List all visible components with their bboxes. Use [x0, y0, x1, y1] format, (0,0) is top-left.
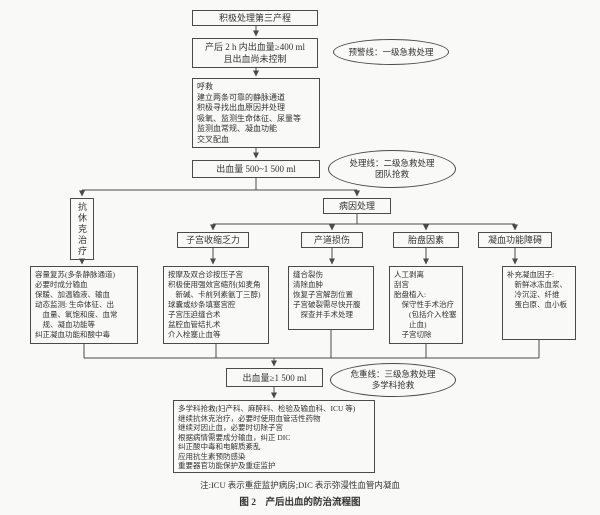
- box-cause-uterine-atony: 子宫收缩乏力: [177, 232, 249, 248]
- box-anti-shock-detail: 容量复苏(多条静脉通道) 必要时成分输血 保暖、加温输液、输血 动态监测: 生命…: [30, 266, 138, 344]
- box-cause-birth-canal-injury: 产道损伤: [301, 232, 363, 248]
- box-cause-coagulopathy: 凝血功能障碍: [478, 232, 552, 248]
- box-third-stage-management: 积极处理第三产程: [192, 10, 318, 26]
- box-bleeding-500-1500ml: 出血量 500~1 500 ml: [192, 160, 320, 178]
- ellipse-treatment-line: 处理线：二级急救处理 团队抢救: [328, 150, 456, 188]
- box-first-response-measures: 呼救 建立两条可靠的静脉通道 积极寻找出血原因并处理 吸氧、监测生命体征、尿量等…: [192, 78, 320, 148]
- box-cause-management: 病因处理: [323, 198, 391, 214]
- box-detail-coagulopathy: 补充凝血因子: 新鲜冰冻血浆、 冷沉淀、纤维 蛋白原、血小板: [502, 266, 576, 340]
- box-detail-placental-factors: 人工剥离 刮宫 胎盘植入: 保守性手术治疗 (包括介入栓塞 止血) 子宫切除: [389, 266, 463, 344]
- ellipse-critical-line: 危重线：三级急救处理 多学科抢救: [330, 363, 456, 397]
- box-multidisciplinary-rescue: 多学科抢救(妇产科、麻醉科、检验及输血科、ICU 等) 继续抗休克治疗，必要时使…: [173, 400, 375, 473]
- box-detail-uterine-atony: 按摩及双合诊按压子宫 积极使用强效宫缩剂(如麦角 新碱、卡前列素氨丁三醇) 球囊…: [163, 266, 269, 344]
- box-bleeding-over-400ml: 产后 2 h 内出血量≥400 ml 且出血尚未控制: [192, 38, 318, 68]
- box-detail-birth-canal-injury: 缝合裂伤 清除血肿 恢复子宫解剖位置 子宫破裂需尽快开腹 探查并手术处理: [288, 266, 374, 330]
- box-anti-shock-therapy: 抗休克治疗: [70, 198, 94, 260]
- figure-note: 注:ICU 表示重症监护病房;DIC 表示弥漫性血管内凝血: [200, 480, 400, 490]
- box-cause-placental-factors: 胎盘因素: [393, 232, 459, 248]
- ellipse-warning-line: 预警线：一级急救处理: [333, 39, 449, 65]
- box-bleeding-over-1500ml: 出血量≥1 500 ml: [226, 368, 323, 387]
- figure-caption: 图 2 产后出血的防治流程图: [239, 498, 361, 508]
